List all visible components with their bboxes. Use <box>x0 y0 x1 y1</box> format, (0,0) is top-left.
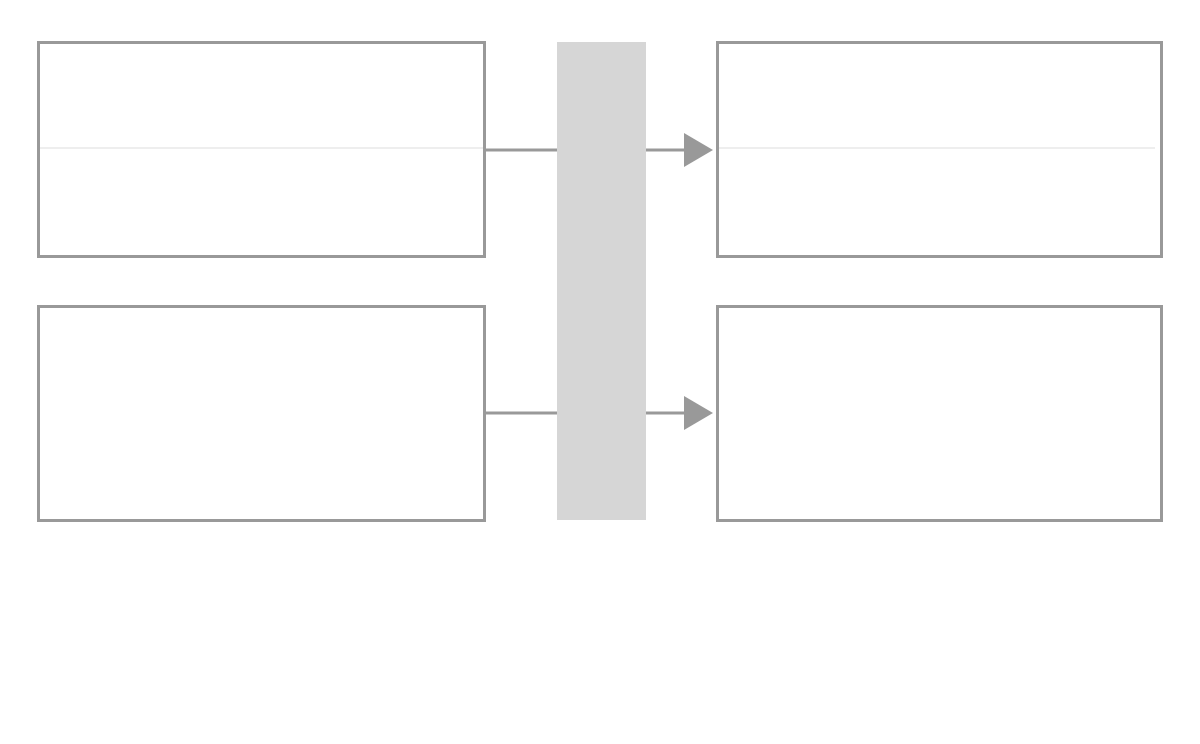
arrowhead-bottom-icon <box>684 396 713 430</box>
box-top-left <box>37 41 486 258</box>
box-top-right <box>716 41 1163 258</box>
arrowhead-top-icon <box>684 133 713 167</box>
center-bar <box>557 42 646 520</box>
box-bottom-left <box>37 305 486 522</box>
box-bottom-right <box>716 305 1163 522</box>
